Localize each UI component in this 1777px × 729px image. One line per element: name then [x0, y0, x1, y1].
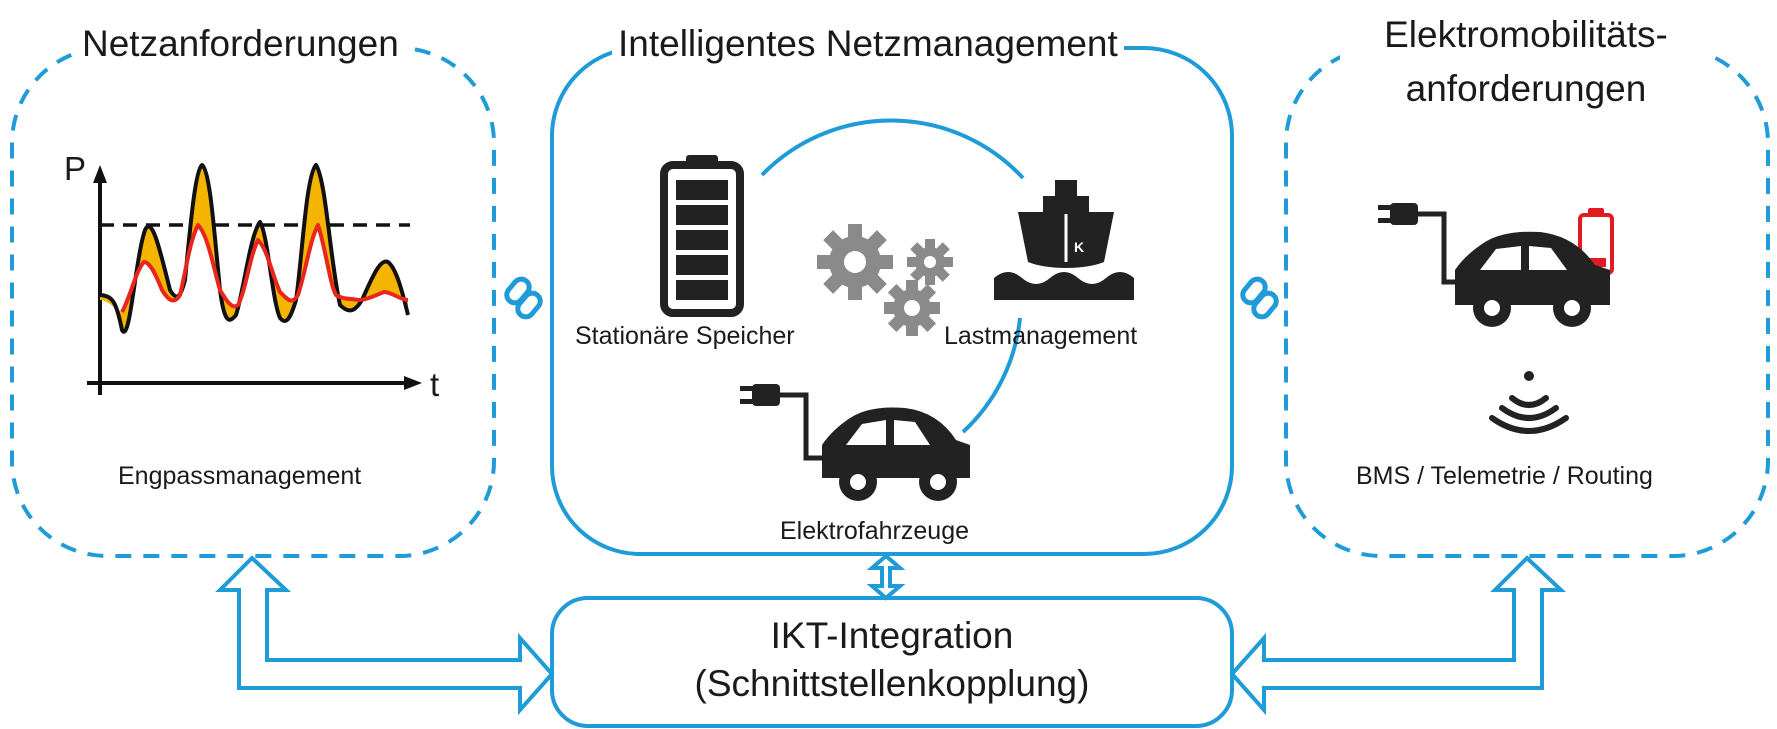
- gears-icon: [817, 224, 953, 336]
- right-panel-title-line1: Elektromobilitäts-: [1384, 14, 1668, 55]
- cycle-arc-bottom: [961, 317, 1022, 434]
- ev-charging-icon-right: [1378, 203, 1610, 327]
- signal-icon: [1489, 371, 1569, 434]
- right-panel-caption: BMS / Telemetrie / Routing: [1356, 462, 1653, 490]
- chart-axis-x-label: t: [430, 366, 440, 403]
- bottom-box-frame: [550, 596, 1234, 728]
- chart-axis-y-label: P: [64, 150, 87, 187]
- left-panel-title: Netzanforderungen: [76, 22, 405, 66]
- x-axis-arrow: [404, 376, 422, 390]
- link-icon-left: [504, 276, 543, 320]
- ev-charging-icon: [740, 384, 970, 501]
- right-panel-title-line2: anforderungen: [1405, 68, 1647, 109]
- right-panel-title: Elektromobilitäts- anforderungen: [1340, 8, 1712, 116]
- center-panel-frame: [550, 46, 1234, 556]
- storage-label: Stationäre Speicher: [575, 322, 795, 350]
- center-double-arrow: [866, 553, 906, 601]
- right-connector-arrow: [1229, 555, 1567, 716]
- bottom-line2: (Schnittstellenkopplung): [694, 663, 1090, 704]
- bottom-line1: IKT-Integration: [770, 615, 1014, 656]
- cycle-arc-top: [760, 118, 1025, 180]
- ev-label: Elektrofahrzeuge: [780, 517, 970, 545]
- left-panel-caption: Engpassmanagement: [118, 462, 362, 490]
- y-axis-arrow: [93, 165, 107, 183]
- ship-icon: [994, 180, 1134, 300]
- battery-icon: [660, 155, 744, 317]
- link-icon-right: [1240, 276, 1279, 320]
- load-chart: [87, 163, 422, 395]
- ship-badge: K: [1074, 239, 1084, 255]
- managed-load-curve: [120, 223, 409, 313]
- bottom-box-text: IKT-Integration (Schnittstellenkopplung): [552, 612, 1232, 708]
- left-connector-arrow: [215, 555, 555, 716]
- load-curve: [99, 163, 410, 334]
- load-management-label: Lastmanagement: [944, 322, 1138, 350]
- center-panel-title: Intelligentes Netzmanagement: [612, 22, 1124, 66]
